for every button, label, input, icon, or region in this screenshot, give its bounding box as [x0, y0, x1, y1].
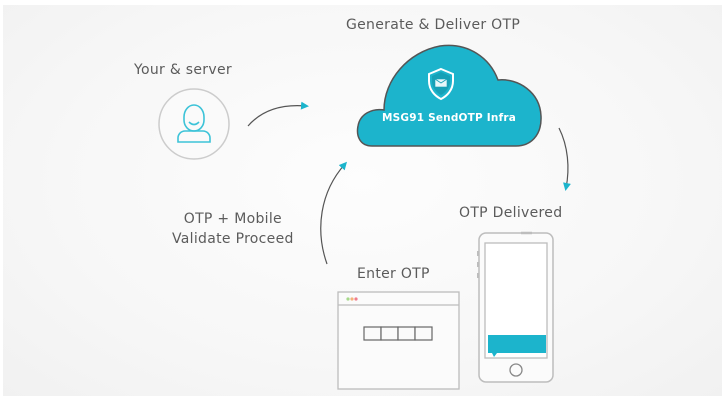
label-validate: OTP + Mobile Validate Proceed [172, 209, 294, 249]
home-button [509, 363, 523, 377]
sms-bubble [488, 335, 546, 353]
smartphone-icon [477, 231, 554, 383]
otp-input-boxes [363, 326, 433, 341]
label-validate-line2: Validate Proceed [172, 231, 294, 247]
label-cloud: MSG91 SendOTP Infra [381, 112, 517, 124]
label-enter-otp: Enter OTP [357, 266, 430, 282]
label-delivered: OTP Delivered [459, 205, 563, 221]
cloud-shape [356, 44, 542, 147]
title-generate-deliver: Generate & Deliver OTP [346, 17, 521, 33]
window-dot-green [346, 297, 350, 301]
label-validate-line1: OTP + Mobile [183, 211, 282, 227]
user-icon [177, 104, 211, 143]
arrow-cloud-to-phone [558, 127, 571, 191]
window-dot-red [354, 297, 358, 301]
label-server: Your & server [134, 62, 232, 78]
browser-window-icon [337, 291, 460, 390]
cloud-node [356, 44, 542, 147]
arrow-server-to-cloud [247, 101, 309, 127]
shield-mail-icon [428, 67, 454, 101]
arrow-enter-to-cloud [320, 161, 347, 265]
window-dot-orange [350, 297, 354, 301]
user-node [158, 88, 230, 160]
